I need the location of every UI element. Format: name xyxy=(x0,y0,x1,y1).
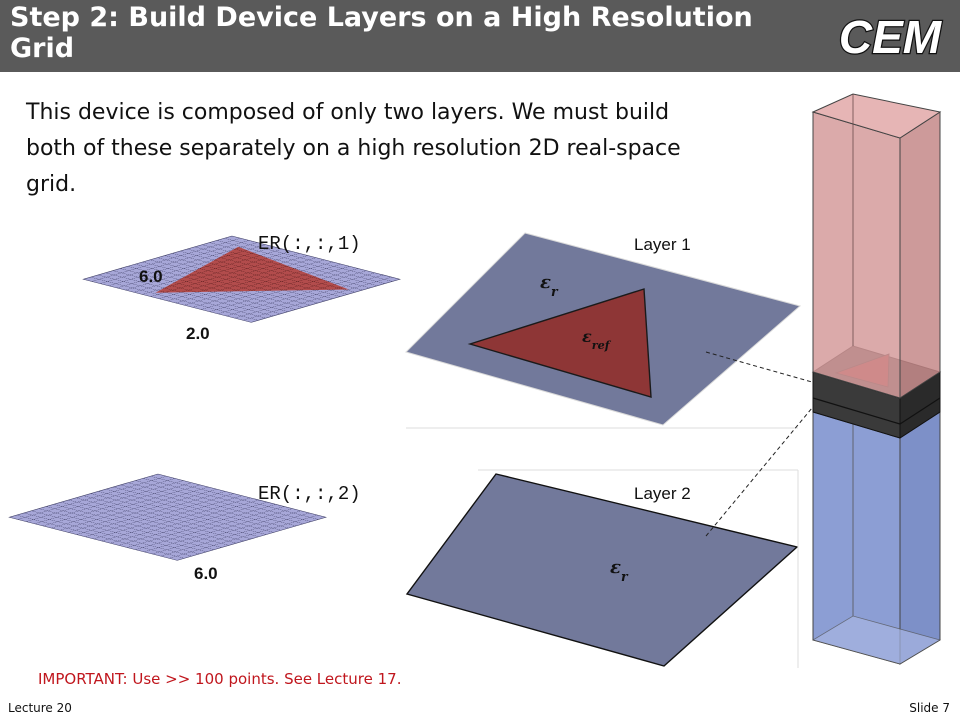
grid-1: ER(:,:,1) 6.0 2.0 xyxy=(82,233,401,343)
cem-logo-icon: CEM xyxy=(838,10,944,62)
layer-2-label: Layer 2 xyxy=(634,484,691,503)
footer-slide-number: Slide 7 xyxy=(909,701,950,715)
connector-layer-1 xyxy=(705,351,813,383)
grid-1-triangle xyxy=(155,246,349,293)
layer-2-symbol-er: εr xyxy=(610,557,629,584)
important-note: IMPORTANT: Use >> 100 points. See Lectur… xyxy=(38,670,402,688)
layer-2: Layer 2 εr xyxy=(405,469,799,668)
logo-text: CEM xyxy=(839,11,943,62)
slide-header: Step 2: Build Device Layers on a High Re… xyxy=(0,0,960,72)
grid-2: ER(:,:,2) 6.0 xyxy=(8,473,361,583)
grid-2-value: 6.0 xyxy=(194,564,218,583)
grid-1-label: ER(:,:,1) xyxy=(258,233,361,255)
layer-1-symbol-eref: εref xyxy=(582,327,612,352)
layer-1-triangle xyxy=(467,288,652,398)
layer-1-label: Layer 1 xyxy=(634,235,691,254)
intro-text: This device is composed of only two laye… xyxy=(26,100,681,197)
slide-title: Step 2: Build Device Layers on a High Re… xyxy=(10,2,753,64)
grid-2-label: ER(:,:,2) xyxy=(258,483,361,505)
layer-1-symbol-er: εr xyxy=(540,272,559,299)
layer-1: Layer 1 εr εref xyxy=(405,232,802,429)
connector-layer-2 xyxy=(705,407,813,537)
device-tower xyxy=(811,93,942,665)
grid-1-value-inside: 2.0 xyxy=(186,324,210,343)
footer-lecture: Lecture 20 xyxy=(8,701,72,715)
grid-1-value-outside: 6.0 xyxy=(139,267,163,286)
